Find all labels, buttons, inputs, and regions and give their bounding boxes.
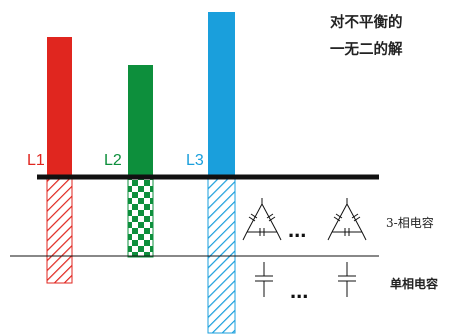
- phase-label-l2: L2: [104, 152, 122, 169]
- comp-bar-l1: [46, 176, 73, 284]
- single-phase-capacitor-label: 单相电容: [390, 277, 439, 291]
- three-phase-capacitor-icon: [242, 198, 282, 241]
- title-line-1: 对不平衡的: [330, 14, 403, 31]
- ellipsis-single-phase: ...: [290, 278, 308, 303]
- phase-label-l1: L1: [27, 152, 45, 169]
- phase-label-l3: L3: [186, 152, 204, 169]
- comp-bar-l3: [207, 176, 236, 334]
- single-phase-capacitor-icon: [255, 262, 273, 297]
- single-phase-capacitor-icon: [338, 262, 356, 297]
- bar-l2: [128, 65, 153, 177]
- bar-l1: [47, 37, 72, 177]
- comp-bar-l2: [127, 176, 154, 258]
- title-line-2: 一无二的解: [330, 41, 403, 58]
- bar-l3: [208, 12, 235, 177]
- three-phase-capacitor-label: 3-相电容: [386, 216, 434, 230]
- three-phase-capacitor-icon: [327, 198, 367, 241]
- ellipsis-three-phase: ...: [288, 217, 306, 242]
